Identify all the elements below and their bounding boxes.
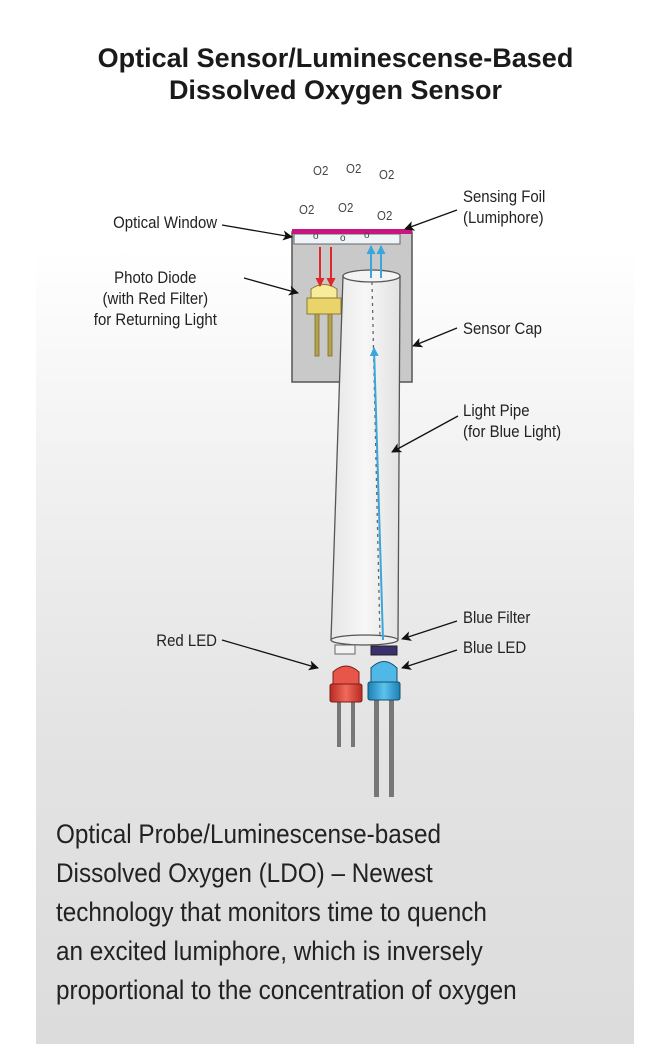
red-led-dome xyxy=(332,665,360,685)
title-line-1: Optical Sensor/Luminescense-Based xyxy=(97,43,574,73)
label-blue-filter: Blue Filter xyxy=(463,608,531,627)
blue-led-lead-right xyxy=(389,700,394,797)
svg-text:o: o xyxy=(364,230,370,241)
label-blue-led: Blue LED xyxy=(463,638,527,657)
title-line-2: Dissolved Oxygen Sensor xyxy=(168,75,503,105)
pointer-red-led xyxy=(221,639,319,671)
oxygen-molecule-5: O2 xyxy=(338,200,354,215)
blue-led-lead-left xyxy=(374,700,379,797)
sensing-foil xyxy=(292,229,412,234)
label-sensor-cap: Sensor Cap xyxy=(463,319,543,338)
blue-led-dome xyxy=(370,661,398,683)
red-led-lead-right xyxy=(351,702,355,747)
label-optical-window: Optical Window xyxy=(113,213,217,232)
photo-diode-dome xyxy=(310,284,338,299)
pointer-blue-led xyxy=(401,649,458,670)
diagram-title: Optical Sensor/Luminescense-Based Dissol… xyxy=(0,42,671,106)
caption: Optical Probe/Luminescense-based Dissolv… xyxy=(56,815,587,1010)
pointer-photo-diode xyxy=(243,277,299,296)
label-light-pipe: Light Pipe (for Blue Light) xyxy=(463,401,562,441)
oxygen-molecule-4: O2 xyxy=(299,202,315,217)
caption-line-3: technology that monitors time to quench xyxy=(56,897,487,927)
oxygen-molecule-3: O2 xyxy=(379,167,395,182)
oxygen-molecule-1: O2 xyxy=(313,163,329,178)
svg-text:o: o xyxy=(313,231,319,242)
pointer-optical-window xyxy=(221,224,293,241)
caption-line-1: Optical Probe/Luminescense-based xyxy=(56,819,441,849)
blue-filter xyxy=(370,645,398,656)
photo-diode-lead-left xyxy=(314,311,320,357)
caption-line-2: Dissolved Oxygen (LDO) – Newest xyxy=(56,858,433,888)
caption-line-4: an excited lumiphore, which is inversely xyxy=(56,936,483,966)
light-pipe-centerline xyxy=(371,281,381,639)
pointer-light-pipe xyxy=(391,415,459,453)
red-led-base xyxy=(329,683,363,703)
label-sensing-foil: Sensing Foil (Lumiphore) xyxy=(463,187,546,227)
light-pipe-bottom xyxy=(330,634,399,646)
red-led-mount xyxy=(334,644,356,655)
pointer-sensing-foil xyxy=(404,209,458,231)
oxygen-molecule-2: O2 xyxy=(346,161,362,176)
blue-led-base xyxy=(367,681,401,701)
blue-light-arrow-main xyxy=(369,347,384,641)
optical-window xyxy=(293,233,401,245)
light-pipe xyxy=(330,275,401,641)
pointer-sensor-cap xyxy=(412,327,458,348)
svg-text:o: o xyxy=(340,233,346,244)
red-led-lead-left xyxy=(337,702,341,747)
label-red-led: Red LED xyxy=(156,631,217,650)
label-photo-diode: Photo Diode (with Red Filter) for Return… xyxy=(93,268,217,329)
photo-diode-base xyxy=(306,297,342,315)
photo-diode-lead-right xyxy=(327,311,333,357)
pointer-blue-filter xyxy=(401,620,458,641)
oxygen-molecule-6: O2 xyxy=(377,208,393,223)
caption-line-5: proportional to the concentration of oxy… xyxy=(56,975,517,1005)
